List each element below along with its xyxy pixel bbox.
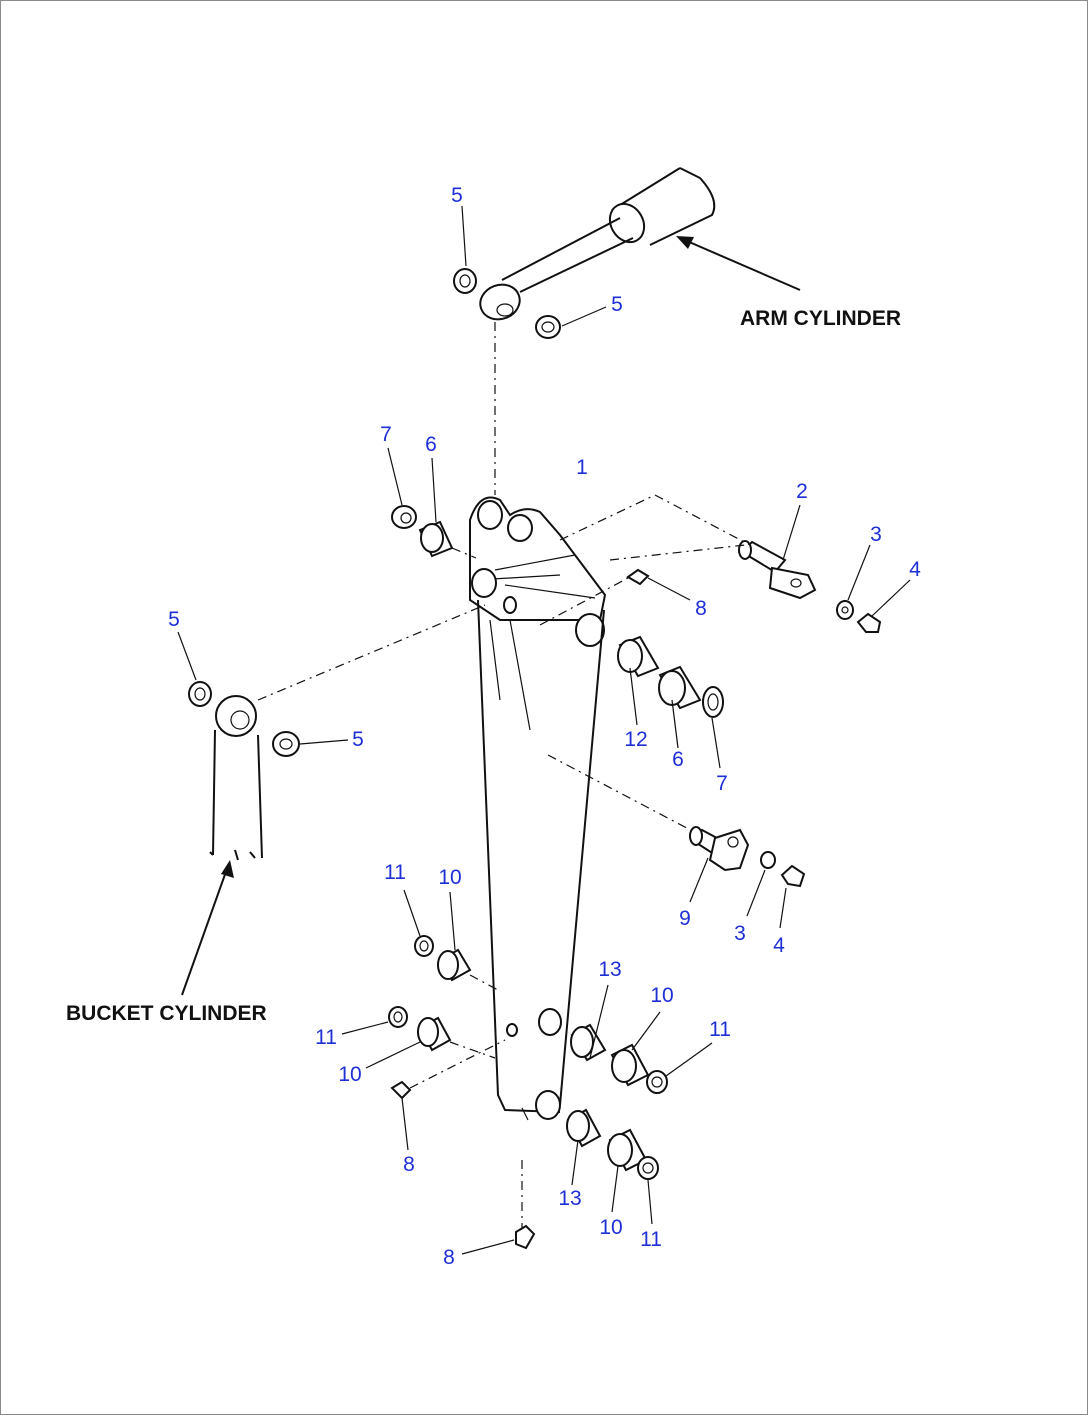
washer-3-mid <box>746 851 776 917</box>
callouts: 5 5 5 5 7 6 1 2 3 4 8 12 6 7 9 3 4 11 10… <box>168 184 921 1269</box>
bushing-12 <box>617 635 660 726</box>
dust-seal-7-right <box>702 686 724 769</box>
washer-5-arm-right <box>535 306 607 339</box>
callout-9: 9 <box>679 907 691 930</box>
callout-5: 5 <box>352 728 364 751</box>
callout-10: 10 <box>438 866 461 889</box>
bushing-10-c <box>610 1011 661 1087</box>
callout-11: 11 <box>640 1228 662 1251</box>
washer-5-arm-left <box>453 205 477 294</box>
callout-8: 8 <box>695 597 707 620</box>
callout-10: 10 <box>338 1063 361 1086</box>
bushing-10-a <box>437 891 499 991</box>
callout-6: 6 <box>425 433 437 456</box>
callout-10: 10 <box>650 984 673 1007</box>
bushing-6-right <box>658 665 702 749</box>
callout-4: 4 <box>773 934 785 957</box>
seal-11-b <box>341 1006 408 1035</box>
callout-10: 10 <box>599 1216 622 1239</box>
callout-11: 11 <box>709 1018 731 1041</box>
callout-8: 8 <box>443 1246 455 1269</box>
bucket-cylinder-caption: BUCKET CYLINDER <box>66 1002 267 1025</box>
callout-7: 7 <box>380 423 392 446</box>
pin-2 <box>559 494 817 600</box>
bucket-cylinder-arrow <box>181 860 234 996</box>
seal-11-a <box>403 889 434 957</box>
callout-13: 13 <box>558 1187 581 1210</box>
washer-5-bucket-right <box>272 731 349 757</box>
bolt-4-mid <box>779 864 806 929</box>
callout-6: 6 <box>672 748 684 771</box>
bucket-cylinder <box>209 604 486 861</box>
seal-11-c <box>646 1042 713 1094</box>
seal-11-d <box>637 1156 659 1225</box>
arm-cylinder <box>479 167 716 495</box>
bushing-10-b <box>365 1016 496 1069</box>
callout-3: 3 <box>734 922 746 945</box>
callout-7: 7 <box>716 772 728 795</box>
grease-fitting-8-top <box>539 568 691 626</box>
grease-fitting-8-left <box>390 1039 506 1151</box>
callout-5: 5 <box>168 608 180 631</box>
callout-12: 12 <box>624 728 647 751</box>
dust-seal-7-left <box>387 447 417 529</box>
bushing-6-left <box>418 457 477 559</box>
callout-11: 11 <box>384 861 406 884</box>
arm-body <box>469 496 607 1121</box>
callout-5: 5 <box>611 293 623 316</box>
washer-3-top <box>836 544 871 620</box>
pin-9 <box>547 754 750 903</box>
grease-fitting-8-bottom <box>461 1160 536 1255</box>
washer-5-bucket-left <box>177 631 212 707</box>
callout-11: 11 <box>315 1026 337 1049</box>
callout-5: 5 <box>451 184 463 207</box>
callout-2: 2 <box>796 480 808 503</box>
arm-cylinder-arrow <box>676 236 801 291</box>
arm-cylinder-caption: ARM CYLINDER <box>740 307 901 330</box>
callout-3: 3 <box>870 523 882 546</box>
callout-4: 4 <box>909 558 921 581</box>
bolt-4-top <box>856 579 911 633</box>
callout-13: 13 <box>598 958 621 981</box>
callout-8: 8 <box>403 1153 415 1176</box>
callout-1: 1 <box>576 456 588 479</box>
bushing-13-a <box>570 984 609 1062</box>
bushing-13-b <box>566 1108 602 1186</box>
